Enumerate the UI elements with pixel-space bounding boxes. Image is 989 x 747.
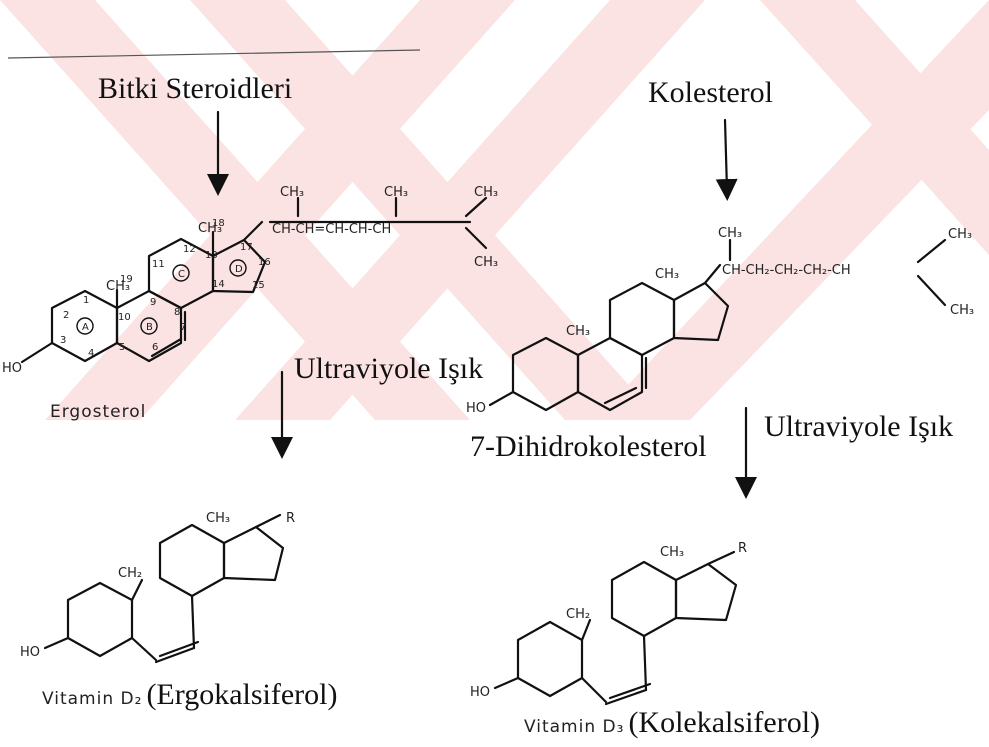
atom-number-5: 5 (119, 342, 125, 353)
dihidrokolesterol-structure (488, 238, 732, 412)
ergosterol-ch3-18: CH₃ (198, 221, 222, 236)
d2-ch2: CH₂ (118, 566, 142, 581)
atom-number-3: 3 (60, 335, 66, 346)
label-bitki-steroidleri: Bitki Steroidleri (98, 72, 293, 105)
atom-number-18: 18 (212, 218, 225, 229)
d2-ch3: CH₃ (206, 511, 230, 526)
vitamin-d3-groups: CH₃ R CH₂ HO (470, 541, 747, 700)
label-vitamin-d2: Vitamin D₂ (Ergokalsiferol) (42, 678, 337, 712)
arrow-kolesterol-to-dihidro (715, 118, 738, 201)
vitamin-d2-text: Vitamin D₂ (42, 689, 143, 709)
atom-number-10: 10 (118, 312, 131, 323)
ergosterol-ch3-a: CH₃ (280, 185, 304, 200)
atom-number-8: 8 (174, 307, 180, 318)
dihidro-ch3-end1: CH₃ (948, 227, 972, 242)
ergosterol-ch3-b: CH₃ (384, 185, 408, 200)
atom-number-7: 7 (180, 322, 186, 333)
ring-letter-a: A (82, 322, 89, 333)
dihidrokolesterol-groups: CH₃ CH-CH₂-CH₂-CH₂-CH CH₃ CH₃ CH₃ CH₃ HO (466, 226, 974, 416)
atom-number-19: 19 (120, 274, 133, 285)
label-vitamin-d3: Vitamin D₃ (Kolekalsiferol) (524, 706, 820, 740)
dihidro-ch3-18: CH₃ (655, 267, 679, 282)
dihidro-ch3-end2: CH₃ (950, 303, 974, 318)
atom-number-14: 14 (212, 279, 225, 290)
dihidro-side-chain: CH-CH₂-CH₂-CH₂-CH (722, 263, 851, 278)
atom-number-13: 13 (205, 250, 218, 261)
label-kolesterol: Kolesterol (648, 76, 773, 109)
label-uv-left: Ultraviyole Işık (294, 352, 484, 385)
label-uv-right: Ultraviyole Işık (764, 410, 954, 443)
ergosterol-ch3-c: CH₃ (474, 185, 498, 200)
dihidro-ch3-side: CH₃ (718, 226, 742, 241)
atom-number-12: 12 (183, 244, 196, 255)
top-rule-line (7, 49, 421, 59)
d2-r: R (286, 511, 295, 526)
ergosterol-structure (20, 196, 488, 364)
atom-number-9: 9 (150, 297, 156, 308)
ring-letter-c: C (178, 269, 185, 280)
ergosterol-groups: CH₃ CH₃ CH₃ CH₃ CH₃ CH₃ CH-CH=CH-CH-CH H… (2, 185, 498, 376)
d3-r: R (738, 541, 747, 556)
atom-number-6: 6 (152, 342, 158, 353)
ergokalsiferol-text: (Ergokalsiferol) (146, 678, 338, 711)
ring-letter-b: B (146, 322, 153, 333)
atom-number-15: 15 (252, 280, 265, 291)
dihidro-ch3-19: CH₃ (566, 324, 590, 339)
d3-ch3: CH₃ (660, 545, 684, 560)
vitamin-d2-groups: CH₃ R CH₂ HO (20, 511, 295, 660)
ergosterol-ho: HO (2, 361, 22, 376)
atom-number-1: 1 (83, 295, 89, 306)
vitamin-d3-text: Vitamin D₃ (524, 717, 625, 737)
vitamin-d3-structure (493, 550, 738, 706)
d3-ch2: CH₂ (566, 607, 590, 622)
dihidro-ho: HO (466, 401, 486, 416)
ergosterol-ch3-d: CH₃ (474, 255, 498, 270)
ergosterol-ring-letters: A B C D (82, 264, 243, 333)
d2-ho: HO (20, 645, 40, 660)
ring-letter-d: D (235, 264, 243, 275)
atom-number-11: 11 (152, 259, 165, 270)
ergosterol-side-chain: CH-CH=CH-CH-CH (272, 222, 391, 237)
d3-ho: HO (470, 685, 490, 700)
label-ergosterol: Ergosterol (50, 402, 147, 422)
atom-number-4: 4 (88, 348, 94, 359)
ergosterol-ch3-19: CH₃ (106, 279, 130, 294)
atom-number-17: 17 (240, 242, 253, 253)
label-7-dihidrokolesterol: 7-Dihidrokolesterol (470, 430, 707, 463)
vitamin-d2-structure (43, 513, 285, 664)
atom-number-16: 16 (258, 257, 271, 268)
atom-number-2: 2 (63, 310, 69, 321)
kolekalsiferol-text: (Kolekalsiferol) (628, 706, 821, 739)
